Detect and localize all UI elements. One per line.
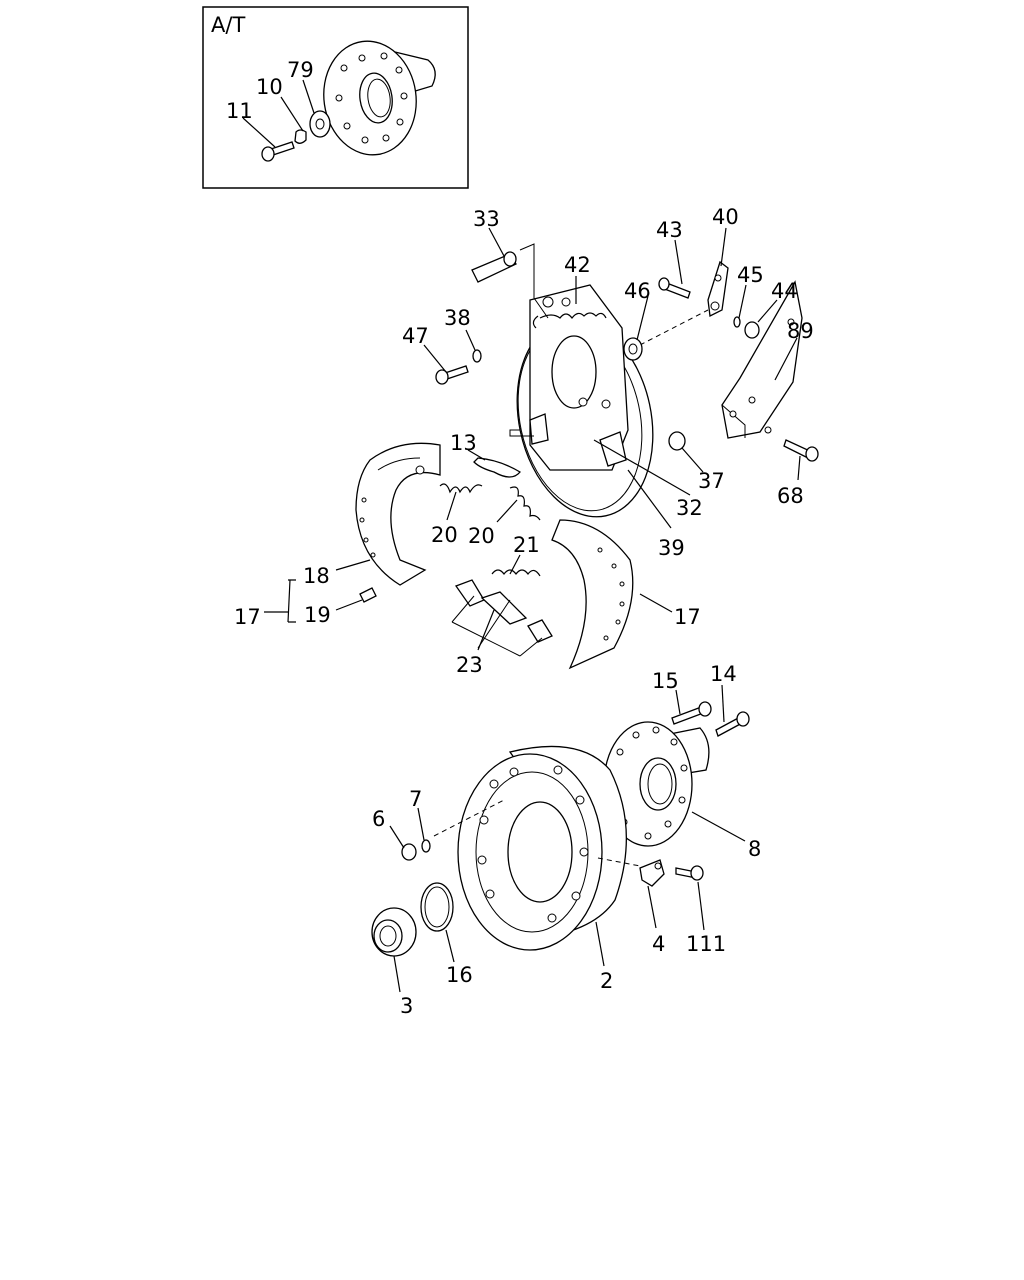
callout-39: 39 <box>658 536 685 560</box>
callout-111: 111 <box>686 932 726 956</box>
callout-47: 47 <box>402 324 429 348</box>
callout-43: 43 <box>656 218 683 242</box>
nut-37 <box>668 431 686 451</box>
callout-23: 23 <box>456 653 483 677</box>
inset-hub-flange <box>323 40 436 156</box>
bolt-111 <box>675 865 704 881</box>
callout-20-left: 20 <box>431 523 458 547</box>
callout-8: 8 <box>748 837 761 861</box>
spring-21 <box>491 569 541 577</box>
inset-lock-plate <box>294 129 307 144</box>
nut-44 <box>744 321 760 339</box>
callout-labels: 33 42 43 40 45 44 46 38 47 89 13 37 68 3… <box>234 205 814 1018</box>
seal-3 <box>371 907 417 957</box>
adjuster-screw-23 <box>454 579 553 643</box>
bracket-89 <box>721 280 803 439</box>
bolt-47 <box>435 365 469 385</box>
callout-40: 40 <box>712 205 739 229</box>
callout-3: 3 <box>400 994 413 1018</box>
pin-guide-line <box>519 243 549 319</box>
callout-44: 44 <box>771 279 798 303</box>
brake-shoe-left-18 <box>355 442 441 586</box>
callout-18: 18 <box>303 564 330 588</box>
callout-45: 45 <box>737 263 764 287</box>
callout-32: 32 <box>676 496 703 520</box>
inset-washer <box>309 110 331 138</box>
lever-40 <box>707 260 729 317</box>
callout-21: 21 <box>513 533 540 557</box>
inset-callout-79: 79 <box>287 58 314 82</box>
callout-13: 13 <box>450 431 477 455</box>
nut-6 <box>401 843 417 861</box>
return-spring-42 <box>532 312 607 329</box>
callout-15: 15 <box>652 669 679 693</box>
inset-callout-11: 11 <box>226 99 253 123</box>
callout-16: 16 <box>446 963 473 987</box>
callout-20-right: 20 <box>468 524 495 548</box>
callout-17-right: 17 <box>674 605 701 629</box>
callout-7: 7 <box>409 787 422 811</box>
callout-38: 38 <box>444 306 471 330</box>
inset-label: A/T <box>211 13 245 37</box>
inset-at-box: A/T 11 10 79 <box>202 6 469 189</box>
inset-callout-10: 10 <box>256 75 283 99</box>
spring-20-right <box>509 486 541 521</box>
grommet-46 <box>623 337 643 361</box>
callout-2: 2 <box>600 969 613 993</box>
callout-4: 4 <box>652 932 665 956</box>
adjuster-pin-33 <box>471 251 517 283</box>
brake-shoe-right-17 <box>551 519 634 670</box>
callout-6: 6 <box>372 807 385 831</box>
plate-13 <box>473 457 521 478</box>
bolts-14-15 <box>671 701 750 737</box>
brake-drum-2 <box>457 745 627 951</box>
leader-lines <box>335 227 801 993</box>
callout-46: 46 <box>624 279 651 303</box>
oring-16 <box>420 882 454 932</box>
callout-14: 14 <box>710 662 737 686</box>
inset-bolt <box>261 141 295 162</box>
bracket-4 <box>639 859 665 887</box>
washer-7 <box>421 839 431 853</box>
callout-89: 89 <box>787 319 814 343</box>
bolt-43 <box>658 277 691 299</box>
callout-42: 42 <box>564 253 591 277</box>
callout-19: 19 <box>304 603 331 627</box>
small-bolt-19 <box>359 587 377 603</box>
callout-33: 33 <box>473 207 500 231</box>
callout-68: 68 <box>777 484 804 508</box>
washer-45 <box>733 316 741 328</box>
callout-17-left: 17 <box>234 605 261 629</box>
bolt-68 <box>783 439 819 462</box>
spring-20-left <box>439 483 483 494</box>
washer-38 <box>472 349 482 363</box>
bracket-17 <box>264 579 296 623</box>
backing-plate <box>516 284 654 518</box>
callout-37: 37 <box>698 469 725 493</box>
